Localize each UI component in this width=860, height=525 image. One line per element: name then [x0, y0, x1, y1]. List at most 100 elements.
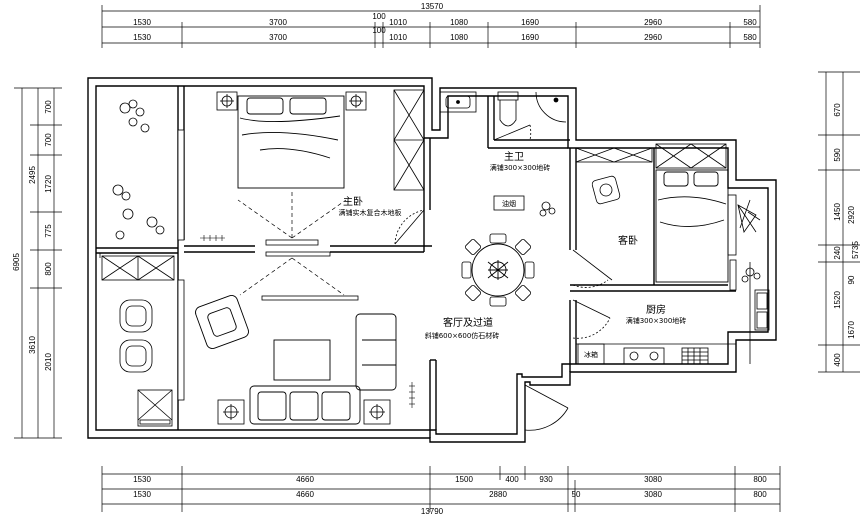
kitchen-cabinet — [681, 347, 709, 365]
bottom-dim-2: 4660 — [296, 475, 314, 484]
living-decor-marks — [409, 382, 415, 408]
living-room-label: 客厅及过道 — [443, 316, 493, 329]
right-mid-dim-4: 240 — [833, 246, 842, 260]
toilet — [497, 91, 519, 127]
right-inner-dim-1: 2920 — [847, 206, 856, 224]
master-decor-marks — [200, 235, 225, 241]
top-dim-1: 1530 — [133, 18, 151, 27]
top-dim-r2-2: 3700 — [269, 33, 287, 42]
top-dim-7: 2960 — [644, 18, 662, 27]
bottom-dim-7: 800 — [753, 475, 767, 484]
washing-machine — [137, 389, 173, 427]
top-dimension-text: 13570 1530 3700 100 1010 1080 1690 2960 … — [133, 2, 757, 42]
right-dimension-lines — [818, 71, 860, 373]
bottom-dim-r2-3: 2880 — [489, 490, 507, 499]
top-dim-4: 1010 — [389, 18, 407, 27]
right-mid-dim-5: 1520 — [833, 291, 842, 309]
nightstand-left — [216, 91, 238, 111]
bottom-dim-r2-4: 50 — [572, 490, 581, 499]
balcony-cabinet — [101, 255, 175, 281]
left-dimension-text: 6905 2495 3610 700 700 1720 775 800 2010 — [12, 100, 53, 371]
fridge — [577, 343, 605, 365]
left-inner-dim-6: 2010 — [44, 353, 53, 371]
left-outer-dim-1: 2495 — [28, 166, 37, 184]
range-hood-label: 油烟 — [502, 199, 516, 208]
left-outer-dim-2: 3610 — [28, 336, 37, 354]
main-bath-label: 主卫 — [504, 151, 524, 163]
master-bedroom-note: 满铺实木复合木地板 — [339, 208, 402, 217]
fridge-label: 冰箱 — [584, 350, 598, 359]
top-dim-r2-1: 1530 — [133, 33, 151, 42]
top-total-dimension: 13570 — [421, 2, 444, 11]
left-inner-dim-5: 800 — [44, 262, 53, 276]
doors — [99, 124, 613, 431]
windows — [177, 129, 737, 401]
dining-table — [471, 243, 525, 297]
bottom-dim-4: 400 — [505, 475, 519, 484]
balcony-plants — [112, 99, 165, 240]
right-inner-dim-3: 1670 — [847, 321, 856, 339]
left-inner-dim-3: 1720 — [44, 175, 53, 193]
top-dim-2: 3700 — [269, 18, 287, 27]
bottom-dim-r2-1: 1530 — [133, 490, 151, 499]
top-dim-r2-7: 2960 — [644, 33, 662, 42]
master-bedroom-label: 主卧 — [343, 195, 363, 208]
bottom-dimension-text: 1530 4660 1500 400 930 3080 800 1530 466… — [133, 475, 767, 516]
balcony-right-plant — [737, 199, 761, 233]
right-inner-dim-2: 90 — [847, 275, 856, 284]
bottom-dim-r2-2: 4660 — [296, 490, 314, 499]
bottom-dim-3: 1500 — [455, 475, 473, 484]
top-dimension-lines — [101, 5, 761, 48]
living-tv-cabinet — [261, 295, 359, 301]
nightstand-right — [345, 91, 367, 111]
corridor-plant — [539, 201, 556, 217]
bottom-dim-r2-6: 800 — [753, 490, 767, 499]
right-mid-dim-2: 590 — [833, 148, 842, 162]
top-dim-3: 100 — [372, 12, 386, 21]
top-dim-r2-5: 1080 — [450, 33, 468, 42]
walls — [87, 77, 777, 443]
range-hood — [493, 195, 525, 211]
bottom-total-dimension: 13790 — [421, 507, 444, 516]
dining-chairs — [461, 233, 535, 307]
main-sofa — [249, 385, 361, 425]
shower — [535, 91, 567, 123]
main-bath-note: 满铺300×300地砖 — [490, 163, 551, 172]
kitchen-label: 厨房 — [646, 303, 666, 316]
right-dimension-text: 670 590 1450 240 1520 400 2920 90 1670 5… — [833, 103, 860, 367]
bottom-dim-6: 3080 — [644, 475, 662, 484]
right-mid-dim-3: 1450 — [833, 203, 842, 221]
top-dim-r2-8: 580 — [743, 33, 757, 42]
coffee-table — [273, 339, 331, 381]
guest-wardrobe-2 — [655, 143, 727, 169]
living-room-note: 斜铺600×600仿石材砖 — [425, 331, 500, 340]
room-labels: 主卧 满铺实木复合木地板 主卫 满铺300×300地砖 客卧 厨房 满铺300×… — [339, 151, 687, 359]
kitchen-sink — [754, 289, 770, 331]
bottom-dim-5: 930 — [539, 475, 553, 484]
bottom-dim-1: 1530 — [133, 475, 151, 484]
wardrobe-master — [393, 89, 425, 191]
left-inner-dim-2: 700 — [44, 133, 53, 147]
top-dim-r2-3: 100 — [372, 26, 386, 35]
top-dim-5: 1080 — [450, 18, 468, 27]
top-dim-r2-6: 1690 — [521, 33, 539, 42]
lamp-table-left — [217, 399, 245, 425]
guest-chair — [591, 175, 621, 205]
kitchen-plant — [741, 267, 761, 283]
top-dim-8: 580 — [743, 18, 757, 27]
bottom-dimension-lines — [101, 466, 781, 512]
right-mid-dim-1: 670 — [833, 103, 842, 117]
kitchen-note: 满铺300×300地砖 — [626, 316, 687, 325]
tv-unit-master — [265, 239, 331, 257]
gas-stove — [623, 347, 665, 365]
left-total-dimension: 6905 — [12, 253, 21, 271]
bathroom-sink — [439, 91, 477, 113]
side-sofa — [355, 313, 397, 391]
guest-wardrobe — [575, 147, 653, 163]
armchair — [195, 295, 249, 349]
right-total-dimension: 5735 — [851, 241, 860, 259]
master-bed — [237, 95, 345, 189]
bottom-dim-r2-5: 3080 — [644, 490, 662, 499]
balcony-chairs — [119, 299, 153, 373]
